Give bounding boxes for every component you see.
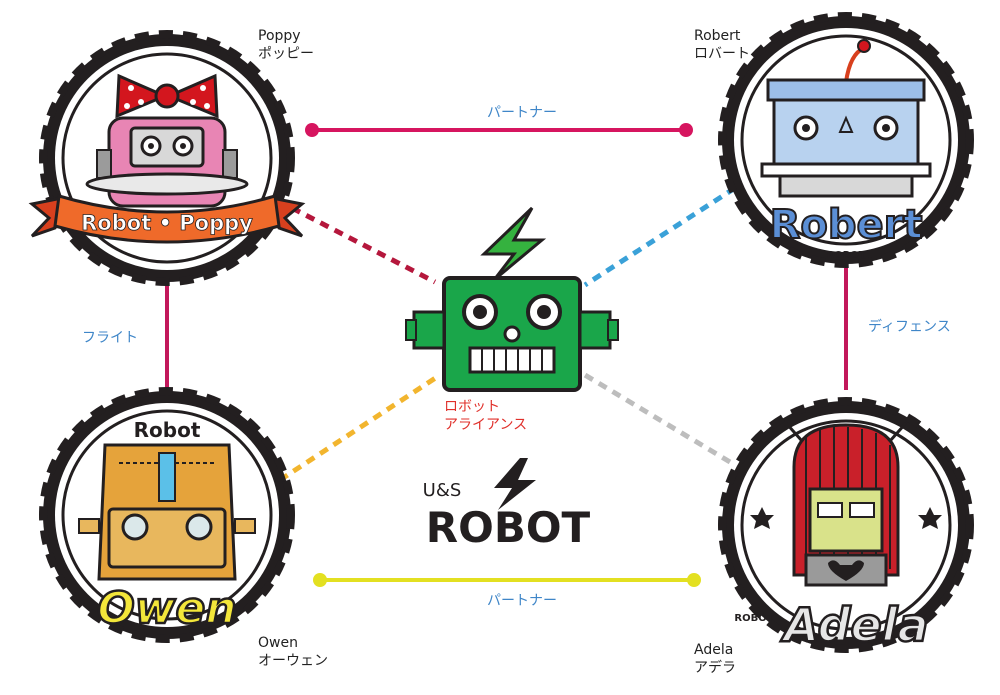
logo-main-text: ROBOT — [426, 503, 591, 552]
dash-poppy — [290, 205, 437, 285]
owen-name-ja: オーウェン — [258, 653, 328, 669]
owen-badge-top: Robot — [134, 418, 201, 442]
owen-name-en: Owen — [258, 635, 298, 651]
relation-right-label: ディフェンス — [868, 319, 951, 335]
adela-name-en: Adela — [694, 642, 734, 658]
lightning-icon — [480, 206, 547, 282]
poppy-label: Poppy ポッピー — [258, 27, 314, 63]
dash-adela — [583, 372, 732, 465]
robert-name-ja: ロバート — [694, 46, 750, 62]
partner-top-dot-right — [679, 123, 693, 137]
partner-top-dot-left — [305, 123, 319, 137]
partner-bottom-dot-right — [687, 573, 701, 587]
alliance-label-line1: ロボット — [444, 399, 500, 415]
adela-badge-top: ROBOT — [734, 613, 773, 624]
relation-left-label: フライト — [82, 330, 138, 346]
relation-bottom-label: パートナー — [487, 593, 557, 609]
robert-badge-text: Robert — [770, 202, 923, 248]
alliance-label-line2: アライアンス — [444, 417, 528, 433]
center-robot-icon — [405, 206, 619, 392]
adela-name-ja: アデラ — [694, 660, 736, 676]
partner-bottom-dot-left — [313, 573, 327, 587]
adela-badge: ROBOT Adela — [718, 397, 974, 653]
connections — [165, 123, 848, 587]
poppy-badge: Robot • Poppy — [28, 30, 306, 286]
owen-badge-text: Owen — [97, 583, 236, 634]
owen-badge: Robot Owen — [39, 387, 295, 643]
adela-label: Adela アデラ — [694, 641, 736, 677]
dash-owen — [278, 372, 442, 483]
robert-badge: Robert ROBOT — [718, 12, 974, 268]
adela-badge-text: Adela — [780, 598, 928, 652]
logo-lightning-icon — [494, 458, 536, 510]
us-robot-logo: U&S ROBOT — [423, 458, 591, 552]
dash-robert — [583, 185, 737, 288]
poppy-name-en: Poppy — [258, 28, 301, 44]
robert-name-en: Robert — [694, 28, 741, 44]
poppy-badge-text: Robot • Poppy — [81, 211, 253, 235]
poppy-name-ja: ポッピー — [258, 46, 314, 62]
robert-label: Robert ロバート — [694, 27, 750, 63]
robert-badge-sub: ROBOT — [826, 250, 865, 261]
relation-top-label: パートナー — [487, 105, 557, 121]
alliance-label: ロボット アライアンス — [444, 398, 527, 434]
owen-label: Owen オーウェン — [258, 634, 328, 670]
logo-top-text: U&S — [423, 480, 462, 501]
